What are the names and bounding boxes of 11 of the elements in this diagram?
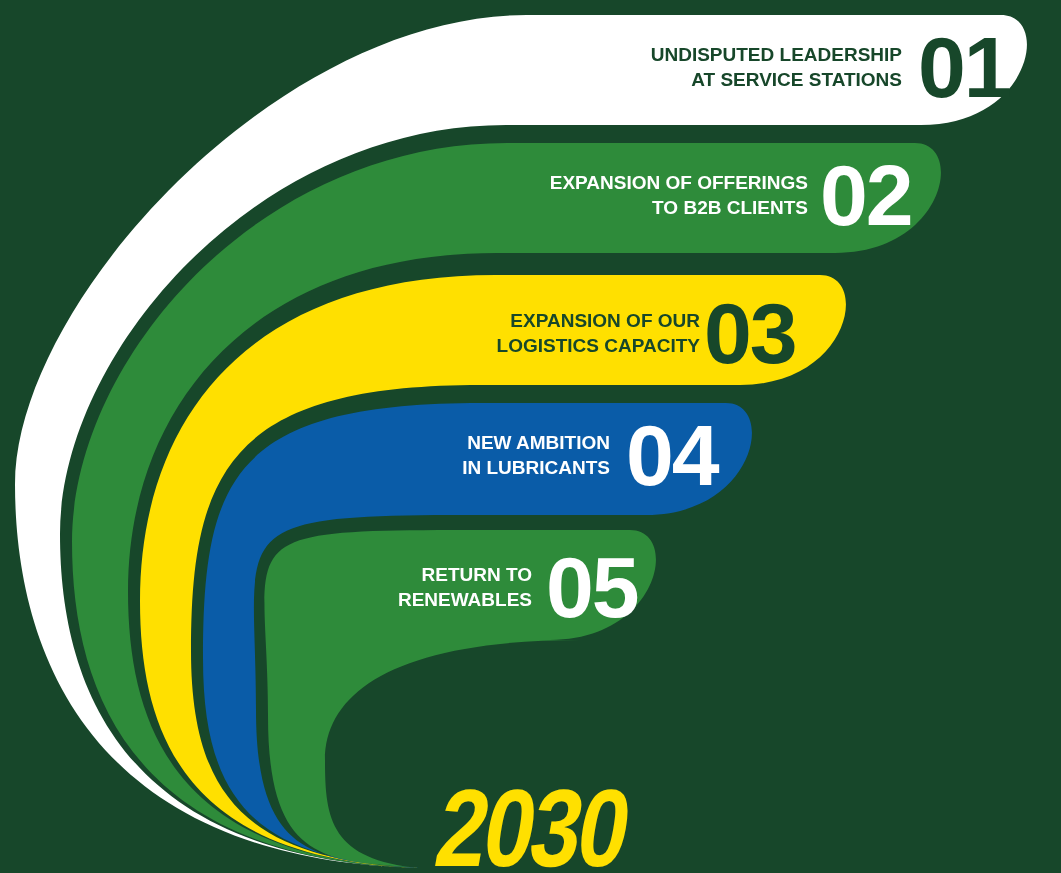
step-number: 05 — [546, 544, 638, 630]
band-title: EXPANSION OF OFFERINGS TO B2B CLIENTS — [548, 171, 808, 220]
year-label: 2030 — [430, 778, 635, 873]
band-title: NEW AMBITION IN LUBRICANTS — [461, 431, 610, 480]
step-number: 01 — [918, 24, 1010, 110]
band-title: RETURN TO RENEWABLES — [396, 563, 532, 612]
step-number: 02 — [820, 152, 912, 238]
step-number: 04 — [626, 412, 718, 498]
band-title: EXPANSION OF OUR LOGISTICS CAPACITY — [495, 309, 700, 358]
band-title: UNDISPUTED LEADERSHIP AT SERVICE STATIONS — [649, 43, 902, 92]
step-number: 03 — [704, 290, 796, 376]
